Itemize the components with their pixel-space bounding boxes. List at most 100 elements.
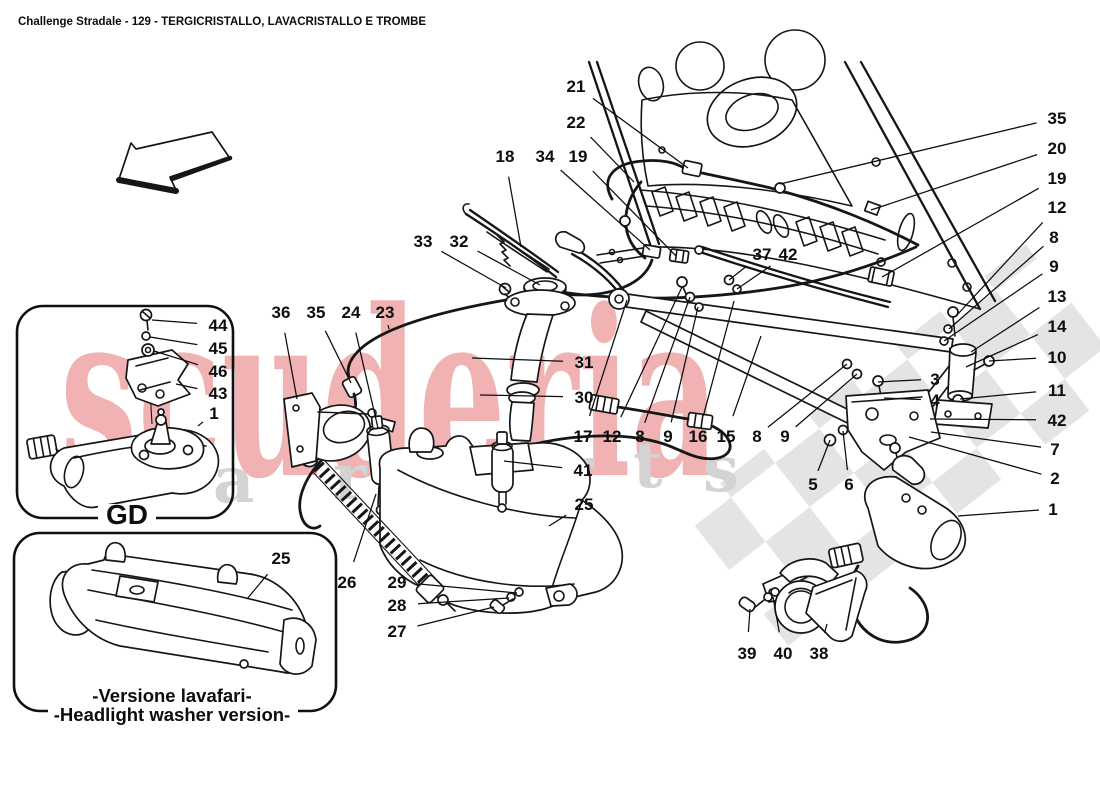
callout-27: 27: [388, 622, 407, 641]
leader-line: [440, 250, 507, 289]
leader-line: [644, 296, 691, 424]
leader-line: [471, 357, 564, 362]
callout-6: 6: [844, 475, 853, 494]
washer-bottle: [378, 427, 624, 615]
gd-inset-box: GD: [15, 304, 235, 530]
leader-line: [779, 122, 1037, 185]
callout-16: 16: [689, 427, 708, 446]
caption-gap: [48, 688, 298, 726]
callout-28: 28: [388, 596, 407, 615]
callout-34: 34: [536, 147, 555, 166]
callout-2: 2: [1050, 469, 1059, 488]
callout-31: 31: [575, 353, 594, 372]
leader-line: [929, 418, 1037, 421]
leader-line: [592, 170, 677, 257]
leader-line: [732, 335, 762, 417]
headlight-washer-tank-art: [49, 541, 317, 675]
callout-39: 39: [738, 644, 757, 663]
leader-line: [957, 509, 1040, 517]
callout-26: 26: [338, 573, 357, 592]
direction-arrow-icon: [116, 131, 233, 194]
leader-line: [908, 436, 1042, 475]
leader-line: [930, 431, 1042, 448]
leader-line: [588, 299, 628, 417]
leader-line: [353, 493, 377, 563]
leader-line: [479, 394, 564, 398]
leader-line: [702, 300, 735, 416]
gd-label: GD: [106, 499, 148, 530]
filler-neck: [498, 277, 576, 442]
watermark-letter: s: [703, 432, 739, 507]
leader-line: [877, 379, 922, 383]
leader-line: [747, 608, 751, 633]
callout-8: 8: [635, 427, 644, 446]
leader-line: [956, 221, 1044, 316]
leader-line: [943, 273, 1043, 342]
leader-line: [728, 266, 746, 281]
callout-8: 8: [752, 427, 761, 446]
callout-38: 38: [810, 644, 829, 663]
leader-line: [817, 439, 831, 472]
leader-line: [149, 336, 198, 346]
callout-21: 21: [567, 77, 586, 96]
hood-vent-slots: [651, 186, 864, 257]
callout-9: 9: [1049, 257, 1058, 276]
leader-line: [965, 334, 1039, 368]
leader-line: [670, 306, 699, 423]
callout-20: 20: [1048, 139, 1067, 158]
leader-line: [870, 154, 1038, 211]
callout-12: 12: [603, 427, 622, 446]
callout-11: 11: [1048, 381, 1066, 400]
leader-line: [355, 332, 379, 429]
leader-line: [883, 397, 922, 401]
leader-line: [948, 245, 1044, 330]
callout-18: 18: [496, 147, 515, 166]
leader-line: [151, 319, 198, 325]
callout-46: 46: [209, 362, 228, 381]
callout-30: 30: [575, 388, 594, 407]
callout-1: 1: [1048, 500, 1057, 519]
callout-43: 43: [209, 384, 228, 403]
leader-line: [548, 514, 567, 527]
inset-caption-italian: -Versione lavafari-: [92, 685, 251, 706]
callout-10: 10: [1048, 348, 1067, 367]
callout-9: 9: [780, 427, 789, 446]
leader-line: [417, 583, 518, 594]
leader-line: [736, 265, 772, 290]
callout-23: 23: [376, 303, 395, 322]
horn-left: [283, 392, 396, 468]
leader-line: [284, 332, 298, 400]
leader-line: [175, 383, 198, 390]
leader-line: [590, 136, 635, 183]
leader-line: [767, 363, 848, 428]
leader-line: [959, 391, 1037, 400]
callout-25: 25: [575, 495, 594, 514]
callout-36: 36: [272, 303, 291, 322]
callout-3: 3: [930, 370, 939, 389]
leader-line: [197, 421, 204, 427]
leader-line: [324, 330, 352, 384]
callout-1: 1: [209, 404, 218, 423]
leader-line: [881, 187, 1040, 278]
callout-24: 24: [342, 303, 361, 322]
leader-line: [620, 286, 683, 418]
leader-line: [772, 596, 780, 633]
callout-9: 9: [663, 427, 672, 446]
hood: [587, 29, 997, 311]
leader-line: [592, 97, 689, 169]
callout-15: 15: [717, 427, 736, 446]
callout-12: 12: [1048, 198, 1067, 217]
callout-35: 35: [1048, 109, 1067, 128]
callout-25: 25: [272, 549, 291, 568]
callout-45: 45: [209, 339, 228, 358]
leader-line: [560, 169, 651, 251]
leader-line: [988, 357, 1037, 362]
leader-line: [246, 573, 269, 600]
leader-line: [842, 430, 849, 471]
callout-42: 42: [779, 245, 798, 264]
leader-line: [507, 176, 522, 248]
horn-right: [738, 558, 868, 643]
inset-caption-english: -Headlight washer version-: [54, 704, 290, 725]
